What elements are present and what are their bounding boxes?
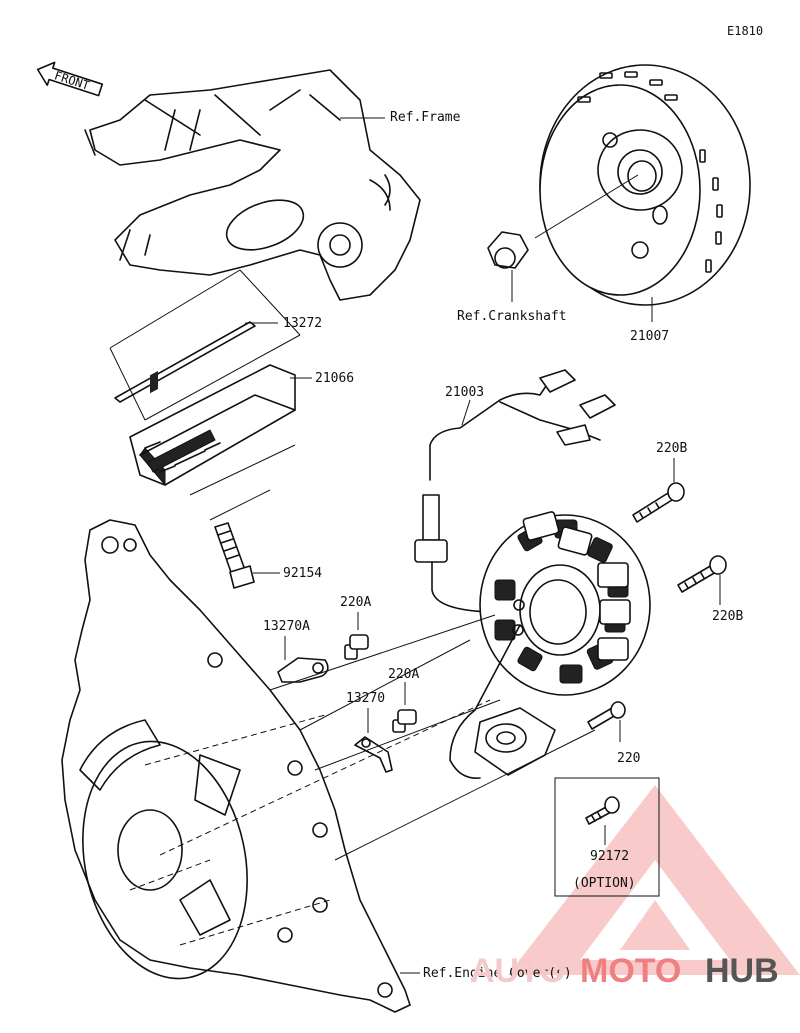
label-21007: 21007 [630,329,669,344]
label-21066: 21066 [315,371,354,386]
label-92154: 92154 [283,566,322,581]
watermark-logo [508,785,800,975]
part-220b-right: 220B [677,555,743,624]
label-92172: 92172 [590,849,629,864]
watermark-text: AUTO MOTO HUB [470,952,779,990]
part-21007-flywheel: 21007 [539,64,751,344]
part-220: 220 [587,701,640,766]
diagram-code: E1810 [727,24,763,38]
label-13270a: 13270A [263,619,310,634]
assembly-lines [109,269,301,521]
label-220: 220 [617,751,640,766]
part-220b-top: 220B [632,441,687,523]
part-220a-top: 220A [340,595,371,660]
label-220b-right: 220B [712,609,743,624]
part-13270: 13270 [346,691,393,773]
watermark-hub: HUB [705,952,779,990]
label-220b-top: 220B [656,441,687,456]
crankshaft-nut: Ref.Crankshaft [457,174,639,324]
label-13270: 13270 [346,691,385,706]
flywheel-slots [577,71,723,273]
watermark-auto: AUTO [470,952,566,990]
label-ref-engine-cover: Ref.Engine Cover(s) [423,966,572,981]
label-option: (OPTION) [573,876,636,891]
watermark-moto: MOTO [580,952,681,990]
label-220a-top: 220A [340,595,371,610]
part-92154: 92154 [214,522,322,589]
frame-ref: Ref.Frame [84,69,461,301]
part-21066: 21066 [129,364,354,487]
front-arrow-icon: FRONT [36,61,104,97]
part-21003-stator: 21003 [414,369,651,696]
pickup-sensor [449,624,556,779]
stator-pole-caps [522,511,631,661]
option-box-92172: 92172 (OPTION) [554,777,660,897]
engine-cover-ref: Ref.Engine Cover(s) [61,519,596,1013]
label-21003: 21003 [445,385,484,400]
front-label: FRONT [53,68,92,92]
label-ref-frame: Ref.Frame [390,110,461,125]
part-220a-mid: 220A [388,667,419,733]
part-13270a: 13270A [263,619,329,683]
label-ref-crankshaft: Ref.Crankshaft [457,309,567,324]
